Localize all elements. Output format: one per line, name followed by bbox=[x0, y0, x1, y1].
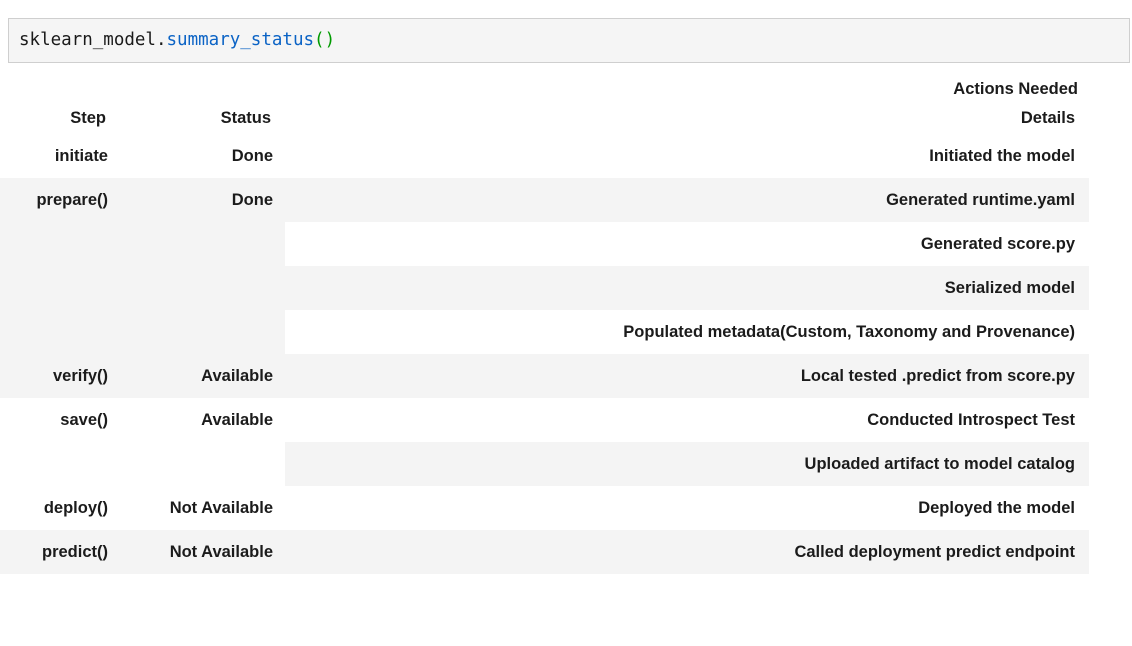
table-column-header-row: Step Status Details bbox=[0, 109, 1089, 134]
cell-details: Serialized model bbox=[285, 266, 1089, 310]
cell-step: deploy() bbox=[0, 486, 120, 530]
table-header: Actions Needed Step Status Details bbox=[0, 80, 1089, 134]
dataframe-output: Actions Needed Step Status Details initi… bbox=[0, 80, 1089, 574]
cell-step bbox=[0, 310, 120, 354]
super-header-blank-status bbox=[120, 80, 285, 109]
cell-details: Uploaded artifact to model catalog bbox=[285, 442, 1089, 486]
cell-details: Called deployment predict endpoint bbox=[285, 530, 1089, 574]
summary-status-table: Actions Needed Step Status Details initi… bbox=[0, 80, 1089, 574]
column-header-step: Step bbox=[0, 109, 120, 134]
cell-step bbox=[0, 442, 120, 486]
cell-status: Done bbox=[120, 134, 285, 178]
cell-status bbox=[120, 310, 285, 354]
cell-details: Initiated the model bbox=[285, 134, 1089, 178]
cell-step bbox=[0, 222, 120, 266]
cell-details: Deployed the model bbox=[285, 486, 1089, 530]
code-method-name: summary_status bbox=[166, 30, 315, 50]
super-header-actions-needed: Actions Needed bbox=[285, 80, 1089, 109]
cell-status: Not Available bbox=[120, 486, 285, 530]
column-header-details: Details bbox=[285, 109, 1089, 134]
cell-status: Not Available bbox=[120, 530, 285, 574]
table-row: Serialized model bbox=[0, 266, 1089, 310]
cell-details: Generated runtime.yaml bbox=[285, 178, 1089, 222]
table-row: Populated metadata(Custom, Taxonomy and … bbox=[0, 310, 1089, 354]
table-super-header-row: Actions Needed bbox=[0, 80, 1089, 109]
cell-details: Generated score.py bbox=[285, 222, 1089, 266]
table-row: Generated score.py bbox=[0, 222, 1089, 266]
cell-step: save() bbox=[0, 398, 120, 442]
cell-step: prepare() bbox=[0, 178, 120, 222]
cell-details: Conducted Introspect Test bbox=[285, 398, 1089, 442]
cell-step bbox=[0, 266, 120, 310]
code-dot-operator: . bbox=[155, 30, 167, 50]
cell-status: Available bbox=[120, 398, 285, 442]
code-parentheses: () bbox=[314, 30, 336, 50]
cell-status bbox=[120, 266, 285, 310]
cell-step: initiate bbox=[0, 134, 120, 178]
cell-status: Done bbox=[120, 178, 285, 222]
cell-step: predict() bbox=[0, 530, 120, 574]
cell-step: verify() bbox=[0, 354, 120, 398]
cell-details: Populated metadata(Custom, Taxonomy and … bbox=[285, 310, 1089, 354]
notebook-input-cell[interactable]: sklearn_model.summary_status() bbox=[8, 18, 1130, 63]
code-line[interactable]: sklearn_model.summary_status() bbox=[9, 19, 1129, 62]
cell-status bbox=[120, 222, 285, 266]
super-header-blank-step bbox=[0, 80, 120, 109]
column-header-status: Status bbox=[120, 109, 285, 134]
cell-details: Local tested .predict from score.py bbox=[285, 354, 1089, 398]
cell-status: Available bbox=[120, 354, 285, 398]
cell-status bbox=[120, 442, 285, 486]
table-row: Uploaded artifact to model catalog bbox=[0, 442, 1089, 486]
code-object-name: sklearn_model bbox=[19, 30, 156, 50]
